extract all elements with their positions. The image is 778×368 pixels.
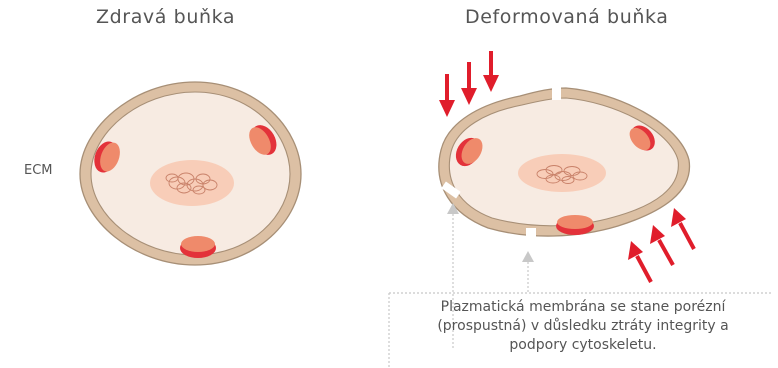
healthy-organelle-bottom: [180, 236, 216, 258]
deformed-organelle-bottom: [556, 215, 594, 235]
membrane-pore-bottom: [526, 228, 536, 242]
annotation-line-1: Plazmatická membrána se stane porézní: [392, 298, 774, 317]
membrane-pore-top: [552, 86, 561, 100]
deformed-nucleus: [518, 154, 606, 192]
pore-annotation: Plazmatická membrána se stane porézní (p…: [392, 298, 774, 355]
deformed-cell: [439, 86, 690, 242]
annotation-line-2: (prospustná) v důsledku ztráty integrity…: [392, 317, 774, 336]
annotation-line-3: podpory cytoskeletu.: [392, 336, 774, 355]
healthy-cell: [80, 82, 301, 265]
